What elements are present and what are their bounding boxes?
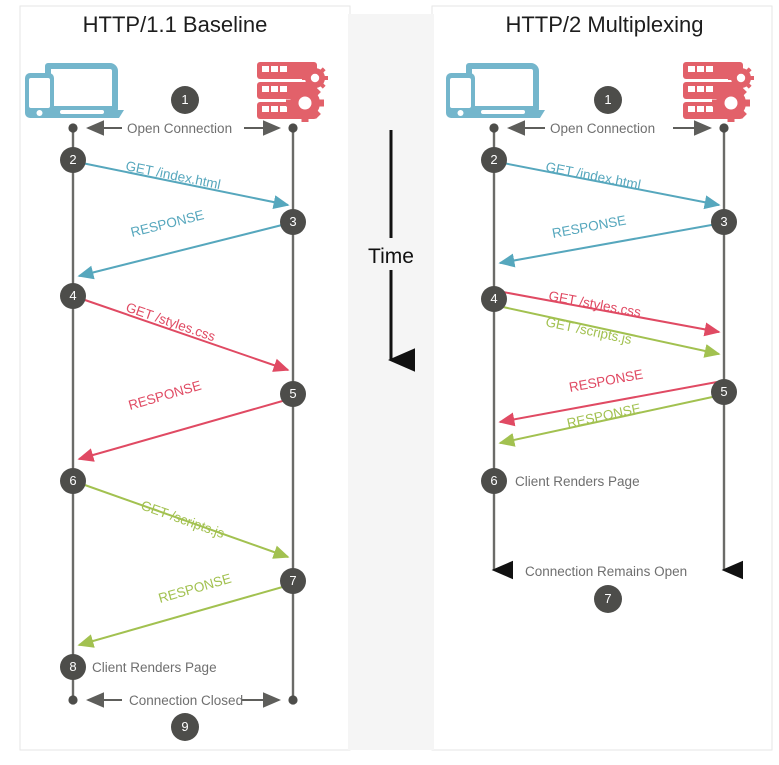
connection-closed-label: Connection Closed [129,693,244,708]
step-badge-1-right: 1 [594,86,622,114]
page-title-http2: HTTP/2 Multiplexing [505,12,704,37]
step-badge-5-left: 5 [280,381,306,407]
step-badge-7-left: 7 [280,568,306,594]
step-badge-7-right: 7 [594,585,622,613]
time-axis-label: Time [368,245,414,268]
step-badge-6-right: 6 [481,468,507,494]
step-badge-2-left: 2 [60,147,86,173]
client-renders-page-label-left: Client Renders Page [92,660,217,675]
page-title-http11: HTTP/1.1 Baseline [82,12,268,37]
step-badge-4-left: 4 [60,283,86,309]
step-badge-3-right: 3 [711,209,737,235]
open-connection-label-right: Open Connection [550,121,656,136]
open-connection-label-left: Open Connection [127,121,233,136]
server-gears-icon-right [683,62,754,122]
step-badge-4-right: 4 [481,286,507,312]
step-badge-6-left: 6 [60,468,86,494]
step-badge-2-right: 2 [481,147,507,173]
connection-remains-open-label: Connection Remains Open [525,564,688,579]
server-gears-icon-left [257,62,328,122]
step-badge-9-left: 9 [171,713,199,741]
step-badge-3-left: 3 [280,209,306,235]
step-badge-1-left: 1 [171,86,199,114]
client-devices-icon-left [25,63,124,118]
step-badge-5-right: 5 [711,379,737,405]
step-badge-8-left: 8 [60,654,86,680]
client-renders-page-label-right: Client Renders Page [515,474,640,489]
client-devices-icon-right [446,63,545,118]
